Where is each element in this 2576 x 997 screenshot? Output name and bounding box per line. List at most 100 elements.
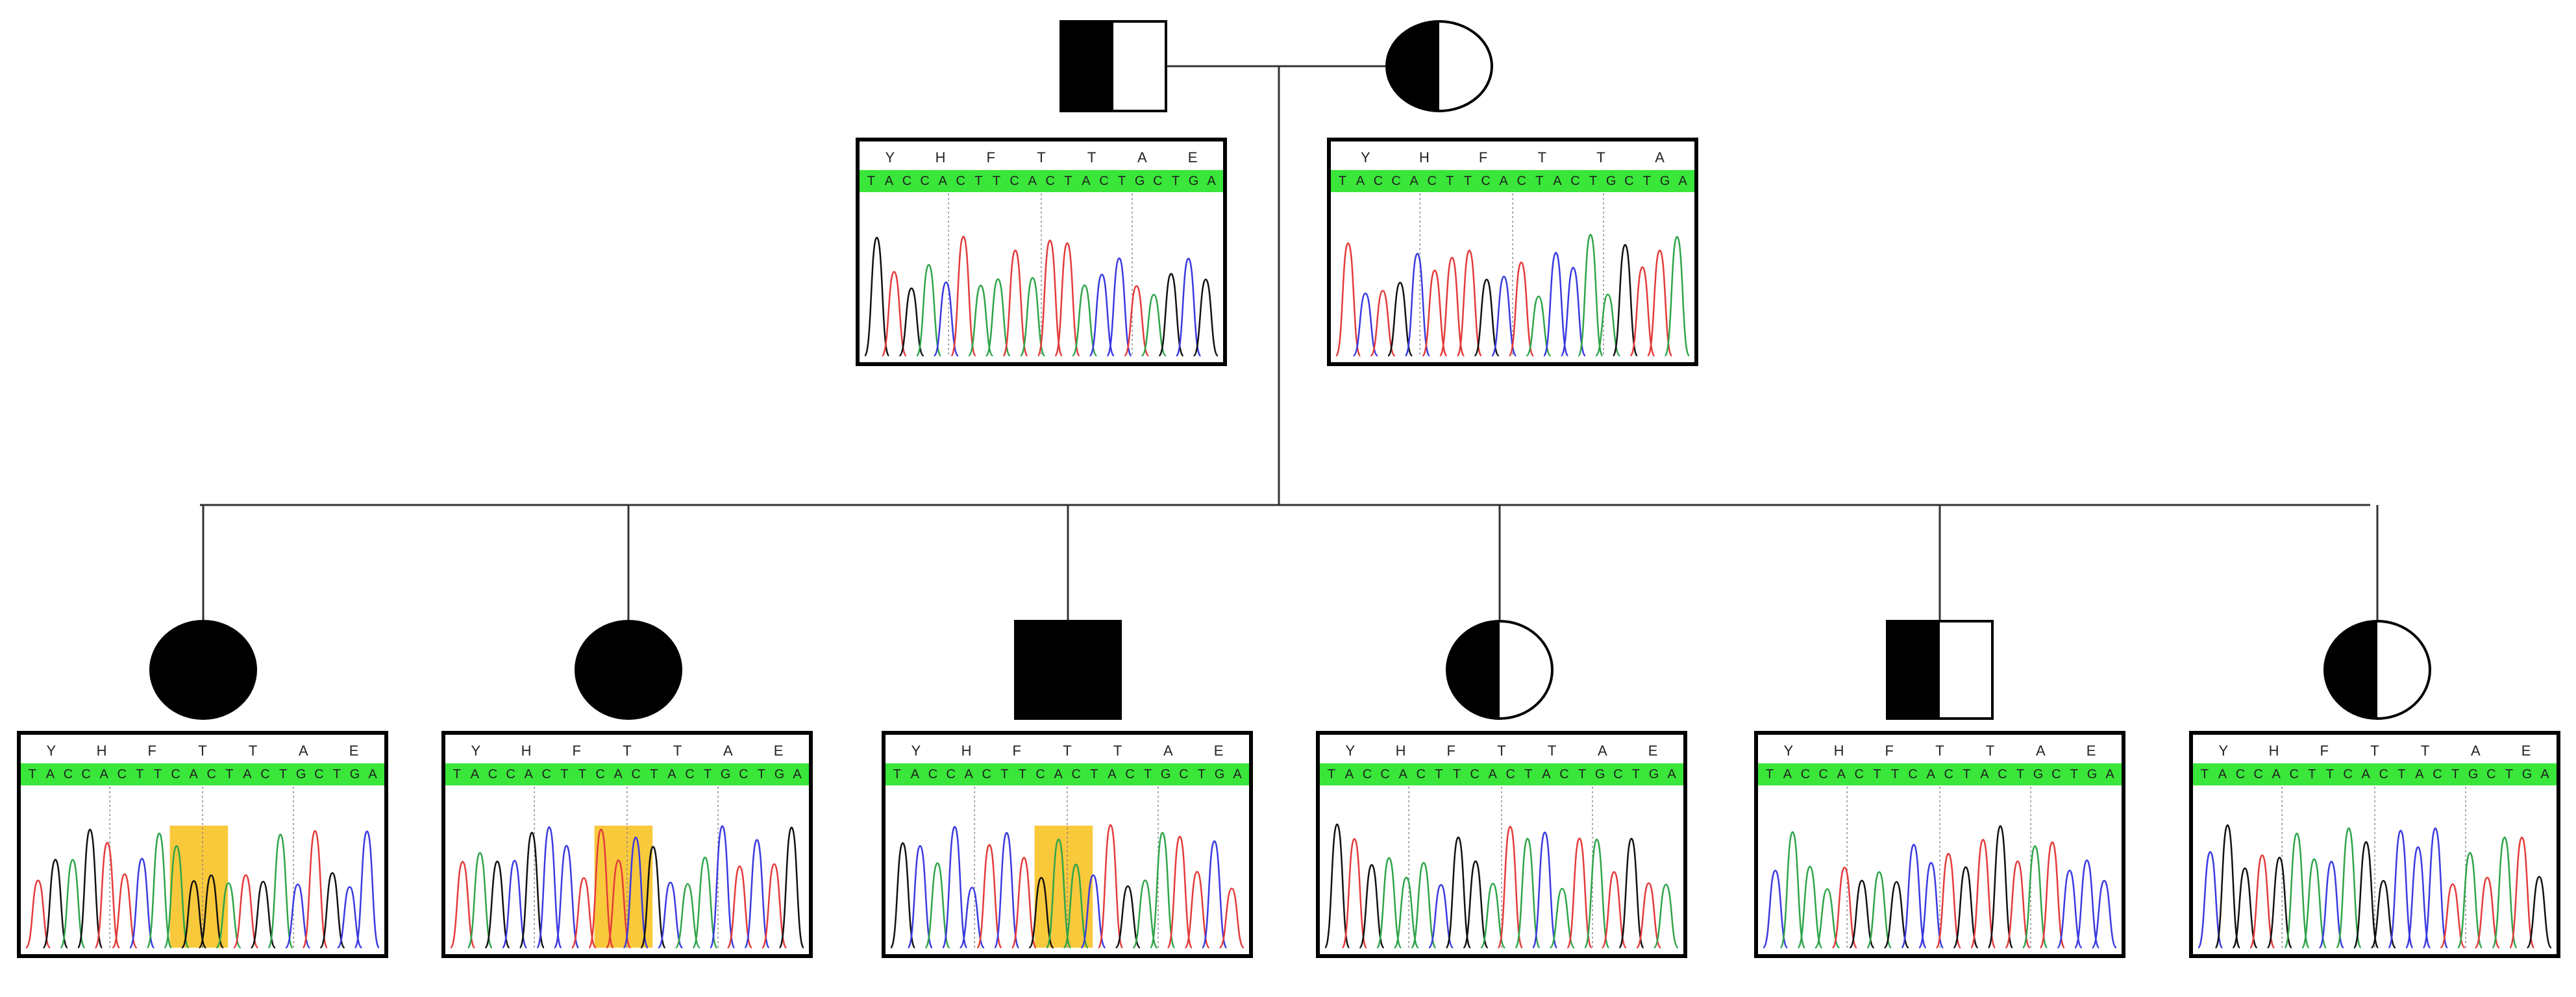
trace-peak [1123, 285, 1150, 357]
trace-peak [354, 830, 380, 949]
nucleotide-letter: T [2016, 767, 2025, 782]
amino-acid-letter: E [349, 743, 359, 759]
trace-peak [1019, 277, 1046, 357]
amino-acid-letter: F [1446, 743, 1455, 759]
nucleotide-letter: C [1481, 174, 1491, 188]
nucleotide-letter: C [1099, 174, 1109, 188]
trace-peak [1359, 864, 1385, 949]
nucleotide-letter: T [153, 767, 162, 782]
nucleotide-letter: A [884, 174, 894, 188]
nucleotide-letter: C [1944, 767, 1953, 782]
amino-acid-letter: T [1113, 743, 1122, 759]
nucleotide-letter: A [470, 767, 480, 782]
nucleotide-letter: C [1380, 767, 1390, 782]
nucleotide-letter: A [2361, 767, 2370, 782]
amino-acid-letter: T [673, 743, 682, 759]
chromatogram-trace [1762, 787, 2118, 949]
trace-peak [1491, 275, 1517, 357]
nucleotide-letter: A [1207, 174, 1216, 188]
trace-peak [1583, 839, 1610, 949]
nucleotide-letter: T [1000, 767, 1009, 782]
trace-peak [1404, 252, 1431, 357]
nucleotide-letter: T [1631, 767, 1640, 782]
trace-peak [1071, 284, 1098, 357]
trace-peak [449, 861, 476, 949]
trace-peak [1549, 887, 1576, 949]
trace-peak [2353, 841, 2379, 949]
amino-acid-letter: T [2420, 743, 2430, 759]
nucleotide-letter: C [2486, 767, 2496, 782]
trace-peak [1508, 262, 1535, 357]
affected-square [1014, 620, 1122, 720]
nucleotide-letter: T [560, 767, 569, 782]
nucleotide-letter: A [1667, 767, 1676, 782]
trace-peak [640, 846, 666, 949]
nucleotide-letter: A [524, 767, 533, 782]
amino-acid-letter: T [198, 743, 207, 759]
nucleotide-letter: C [2235, 767, 2246, 782]
nucleotide-letter: A [910, 767, 920, 782]
trace-peak [164, 844, 190, 949]
amino-acid-letter: T [1547, 743, 1557, 759]
trace-peak [94, 841, 121, 949]
trace-peak [709, 825, 736, 949]
amino-acid-letter: E [773, 743, 784, 759]
nucleotide-letter: T [578, 767, 587, 782]
trace-peak [2232, 867, 2258, 949]
trace-peak [1594, 293, 1621, 357]
trace-peak [2249, 854, 2275, 949]
chromatogram-trace [449, 787, 805, 949]
amino-acid-letter: A [2471, 743, 2481, 759]
nucleotide-letter: C [956, 174, 965, 188]
trace-peak [1411, 861, 1437, 949]
amino-acid-letter: F [986, 149, 995, 166]
nucleotide-letter: C [63, 767, 73, 782]
trace-peak [898, 287, 924, 357]
nucleotide-letter: T [225, 767, 234, 782]
amino-acid-letter: Y [46, 743, 56, 759]
nucleotide-letter: A [1398, 767, 1407, 782]
trace-peak [1370, 289, 1396, 357]
carrier-half-fill [1887, 621, 1940, 719]
trace-peak [1618, 837, 1644, 949]
amino-acid-letter: A [1163, 743, 1173, 759]
nucleotide-letter: C [1391, 174, 1401, 188]
nucleotide-letter: T [2325, 767, 2334, 782]
nucleotide-letter: G [349, 767, 360, 782]
trace-peak [778, 826, 805, 949]
nucleotide-letter: T [1171, 174, 1180, 188]
trace-peak [2457, 852, 2483, 949]
trace-peak [267, 833, 293, 949]
trace-peak [1080, 874, 1106, 949]
nucleotide-letter: G [1648, 767, 1659, 782]
nucleotide-letter: T [1118, 174, 1126, 188]
mother-symbol [1385, 20, 1493, 112]
nucleotide-letter: T [1090, 767, 1098, 782]
nucleotide-letter: T [704, 767, 712, 782]
trace-peak [1646, 249, 1673, 357]
nucleotide-letter: C [1009, 174, 1019, 188]
nucleotide-letter: A [1028, 174, 1037, 188]
nucleotide-letter: T [1589, 174, 1598, 188]
trace-peak [1045, 838, 1072, 949]
amino-acid-letter: Y [911, 743, 921, 759]
amino-acid-letter: E [2086, 743, 2096, 759]
trace-peak [915, 264, 942, 357]
trace-peak [1002, 249, 1028, 357]
trace-peak [889, 842, 916, 949]
amino-acid-letter: T [1985, 743, 1995, 759]
trace-peak [2370, 880, 2397, 949]
nucleotide-letter: C [506, 767, 515, 782]
nucleotide-letter: A [1783, 767, 1792, 782]
trace-peak [761, 863, 787, 949]
trace-peak [129, 857, 155, 949]
nucleotide-letter: A [1108, 767, 1117, 782]
